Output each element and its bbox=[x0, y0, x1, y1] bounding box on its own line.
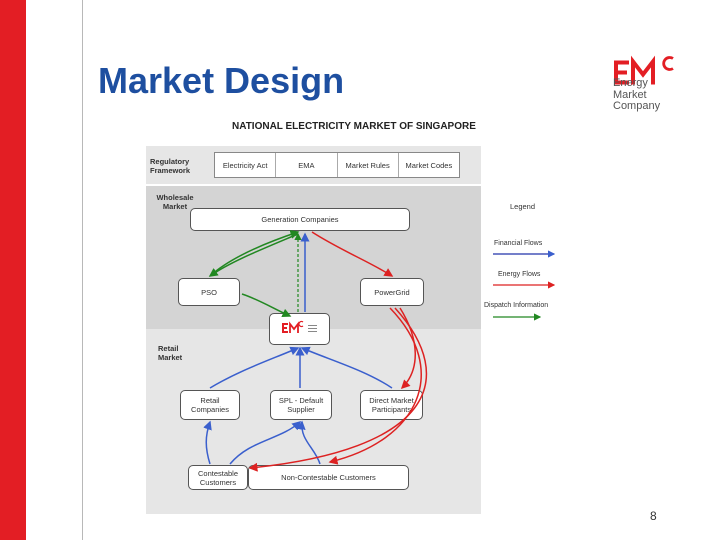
logo-text: Energy Market Company bbox=[613, 77, 661, 113]
node-retail-companies: Retail Companies bbox=[180, 390, 240, 420]
node-spl-default-supplier: SPL - Default Supplier bbox=[270, 390, 332, 420]
node-pso: PSO bbox=[178, 278, 240, 306]
vertical-divider bbox=[82, 0, 83, 540]
regulatory-item: Electricity Act bbox=[215, 153, 277, 177]
node-direct-market-participants: Direct Market Participants bbox=[360, 390, 423, 420]
node-contestable-customers: Contestable Customers bbox=[188, 465, 248, 490]
legend-title: Legend bbox=[510, 202, 536, 211]
regulatory-zone-label: Regulatory Framework bbox=[150, 157, 191, 175]
legend-energy: Energy Flows bbox=[498, 271, 541, 278]
node-emc bbox=[269, 313, 330, 345]
regulatory-item: Market Codes bbox=[405, 160, 453, 170]
emc-logo-icon bbox=[614, 55, 674, 85]
red-side-bar bbox=[0, 0, 26, 540]
regulatory-item: Market Rules bbox=[338, 153, 399, 177]
logo-line: Company bbox=[613, 100, 661, 112]
slide-title: Market Design bbox=[98, 60, 345, 101]
diagram-title: NATIONAL ELECTRICITY MARKET OF SINGAPORE bbox=[232, 121, 476, 132]
wholesale-zone-label: Wholesale Market bbox=[156, 193, 194, 211]
emc-small-logo-icon bbox=[281, 320, 317, 333]
node-powergrid: PowerGrid bbox=[360, 278, 424, 306]
logo-line: Energy bbox=[613, 77, 648, 89]
regulatory-items: Electricity Act EMA Market Rules Market … bbox=[214, 152, 460, 178]
legend-financial: Financial Flows bbox=[494, 240, 543, 247]
retail-zone-label: Retail Market bbox=[158, 344, 183, 362]
node-generation-companies: Generation Companies bbox=[190, 208, 410, 231]
legend-dispatch: Dispatch Information bbox=[484, 302, 549, 309]
logo-line: Market bbox=[613, 88, 647, 101]
node-non-contestable-customers: Non-Contestable Customers bbox=[248, 465, 409, 490]
regulatory-item: EMA bbox=[276, 153, 338, 177]
page-number: 8 bbox=[650, 509, 657, 523]
